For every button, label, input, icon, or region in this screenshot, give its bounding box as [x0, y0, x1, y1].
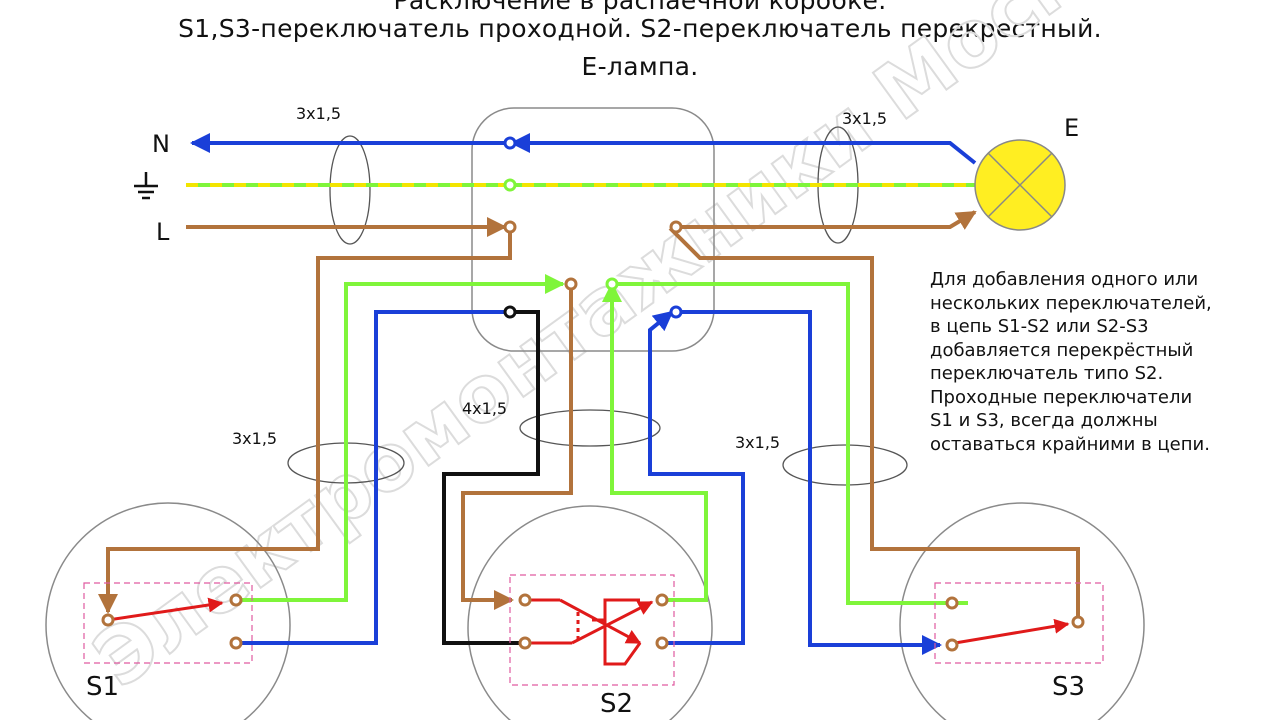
lamp-cross-icon	[974, 139, 1066, 231]
cable-marker-s3	[782, 444, 908, 486]
switch-s2-mechanism	[509, 574, 675, 686]
label-s2: S2	[600, 689, 633, 719]
diagram-title-line-2: S1,S3-переключатель проходной. S2-перекл…	[178, 14, 1102, 43]
junction-terminals	[503, 136, 683, 319]
wire-s1-traveler-blue	[240, 310, 505, 645]
diagram-title-line-1: Расключение в распаечной коробке.	[393, 0, 887, 15]
wire-s3-traveler-blue	[678, 310, 942, 655]
instruction-note: Для добавления одного или нескольких пер…	[930, 268, 1270, 456]
wire-junction-to-s2-black	[442, 310, 540, 645]
cable-marker-top-left	[329, 135, 371, 245]
switch-s1-mechanism	[83, 582, 253, 664]
wire-s2-traveler-blue	[648, 310, 745, 645]
cable-label-top-left: 3x1,5	[296, 104, 341, 123]
switch-s1-housing	[45, 502, 291, 720]
diagram-title-line-3: Е-лампа.	[581, 52, 699, 81]
label-s1: S1	[86, 672, 119, 702]
switch-s2-housing	[467, 505, 713, 720]
note-line: в цепь S1-S2 или S2-S3	[930, 316, 1149, 337]
ground-icon	[134, 172, 158, 200]
wire-s3-traveler-green	[612, 282, 968, 605]
label-s3: S3	[1052, 672, 1085, 702]
cable-label-s1: 3x1,5	[232, 429, 277, 448]
note-line: Для добавления одного или	[930, 269, 1199, 290]
cable-label-s2: 4x1,5	[462, 399, 507, 418]
label-neutral: N	[152, 130, 170, 158]
label-line: L	[156, 218, 170, 246]
wire-s1-traveler-green	[240, 274, 565, 602]
note-line: S1 и S3, всегда должны	[930, 410, 1158, 431]
wire-lamp-phase	[668, 210, 1080, 620]
cable-label-top-right: 3x1,5	[842, 109, 887, 128]
junction-box	[471, 107, 715, 352]
switch-s3-housing	[899, 502, 1145, 720]
wire-junction-to-s2-brown	[461, 289, 573, 610]
cable-marker-s2	[519, 409, 661, 447]
wire-neutral-lamp	[510, 133, 977, 165]
cable-label-s3: 3x1,5	[735, 433, 780, 452]
note-line: Проходные переключатели	[930, 386, 1193, 408]
wire-phase-to-s1	[98, 231, 512, 614]
wire-s2-traveler-green	[602, 282, 708, 602]
label-lamp: E	[1064, 114, 1079, 142]
note-line: переключатель типо S2.	[930, 363, 1164, 384]
note-line: нескольких переключателей,	[930, 292, 1212, 314]
note-line: оставаться крайними в цепи.	[930, 433, 1210, 455]
switch-s3-mechanism	[934, 582, 1104, 664]
note-line: добавляется перекрёстный	[930, 339, 1194, 361]
